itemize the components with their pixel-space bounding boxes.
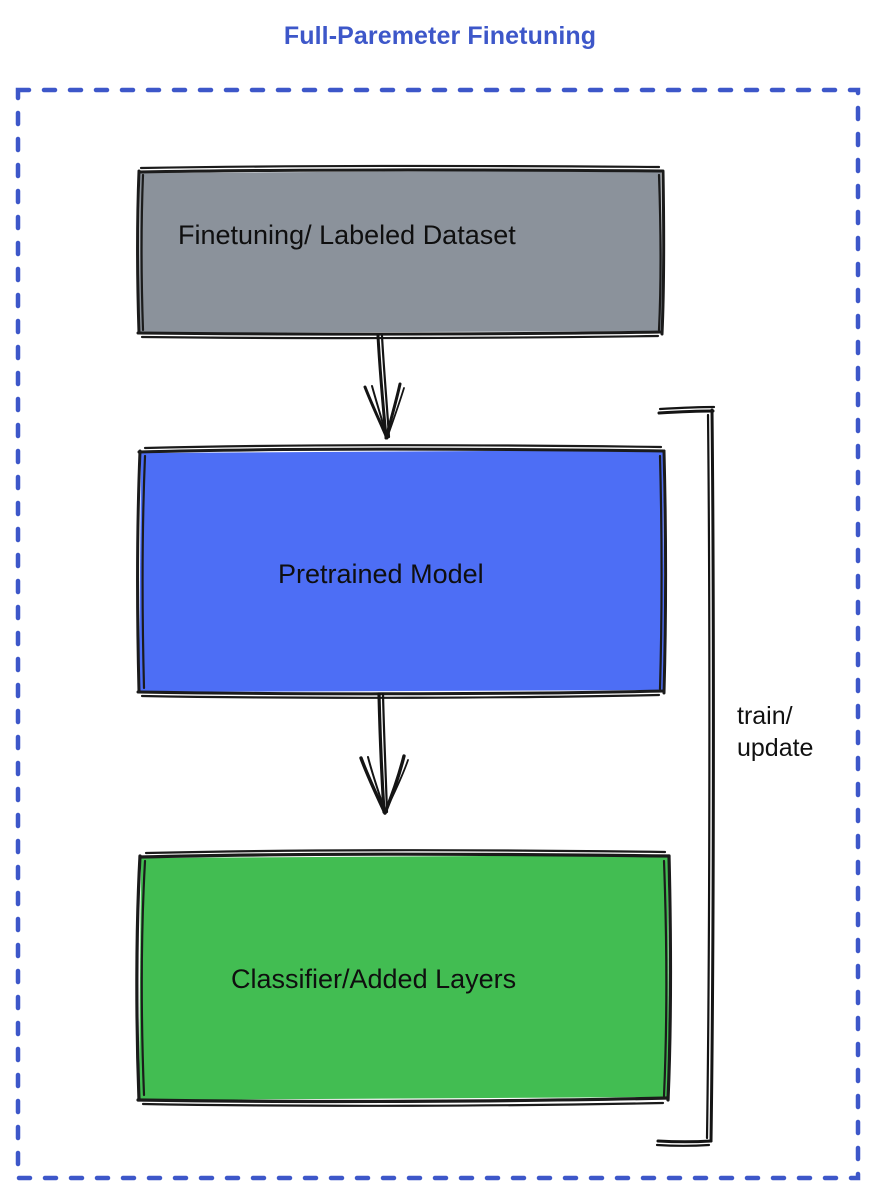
node-pretrained[interactable] <box>136 444 667 699</box>
node-dataset[interactable] <box>136 164 666 340</box>
edge-feedback-loop <box>655 405 716 1147</box>
node-label-classifier: Classifier/Added Layers <box>231 964 517 994</box>
dashed-frame <box>15 87 861 1181</box>
page-title: Full-Paremeter Finetuning <box>283 22 597 50</box>
arrow-dataset-to-pretrained <box>363 334 405 440</box>
arrow-pretrained-to-classifier <box>359 692 409 815</box>
edge-label-line-2: update <box>737 734 814 762</box>
node-classifier[interactable] <box>135 849 672 1107</box>
edge-label-line-1: train/ <box>737 702 793 730</box>
edge-label-train-update: train/update <box>737 700 813 764</box>
node-label-pretrained: Pretrained Model <box>278 559 484 589</box>
node-label-dataset: Finetuning/ Labeled Dataset <box>178 220 516 250</box>
